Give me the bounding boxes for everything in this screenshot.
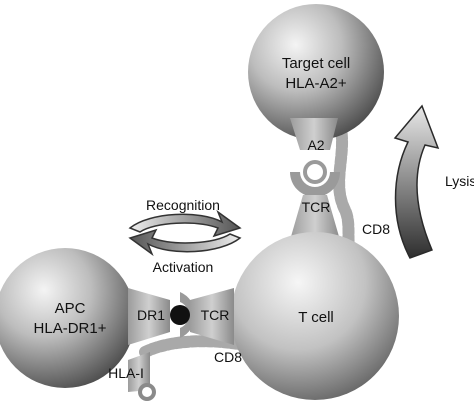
- tcr-top-label: TCR: [302, 199, 331, 215]
- cd8-top-label: CD8: [362, 221, 390, 237]
- tcr-mid-label: TCR: [201, 307, 230, 323]
- tcr-receptor-top: [290, 160, 340, 240]
- lysis-arrow: [393, 104, 440, 259]
- dr1-tcr-complex: [128, 288, 234, 345]
- activation-label: Activation: [153, 259, 214, 275]
- hla1-label: HLA-I: [108, 365, 144, 381]
- target-cell-label-line2: HLA-A2+: [285, 75, 347, 92]
- apc-cell: [0, 248, 135, 388]
- dr1-label: DR1: [137, 307, 165, 323]
- target-cell-label-line1: Target cell: [282, 55, 350, 72]
- peptide-ligand: [170, 305, 190, 325]
- recognition-arrow: [128, 209, 242, 238]
- recognition-label: Recognition: [146, 197, 220, 213]
- a2-molecule: [290, 118, 338, 150]
- hla1-molecule: [128, 352, 156, 401]
- apc-label-line2: HLA-DR1+: [34, 320, 107, 337]
- lysis-label: Lysis: [445, 173, 474, 189]
- apc-label-line1: APC: [55, 300, 86, 317]
- t-cell-label: T cell: [298, 309, 334, 326]
- activation-arrow: [128, 228, 242, 257]
- cd8-coil-top: [332, 112, 358, 261]
- cd8-bottom-label: CD8: [214, 349, 242, 365]
- t-cell: [231, 232, 399, 400]
- target-cell: [248, 4, 384, 140]
- a2-label: A2: [307, 137, 324, 153]
